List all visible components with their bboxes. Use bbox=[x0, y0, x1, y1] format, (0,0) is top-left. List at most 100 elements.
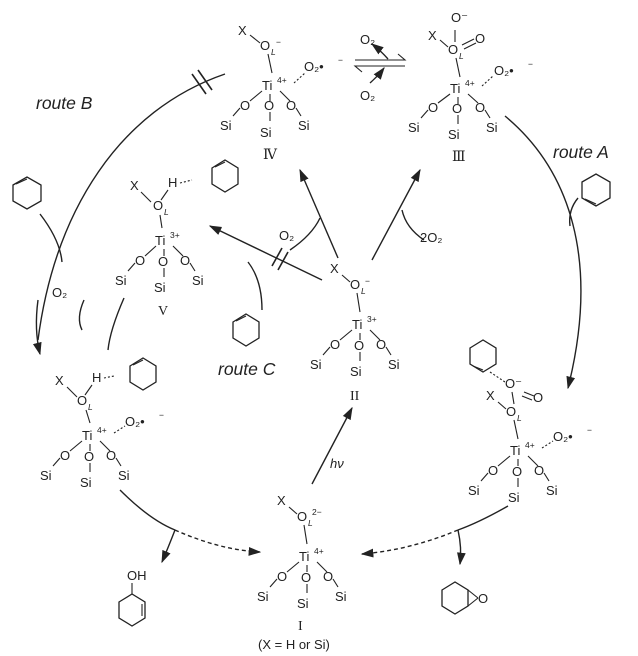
svg-text:−: − bbox=[276, 37, 281, 47]
arrow-II-to-III bbox=[371, 168, 421, 261]
svg-text:O: O bbox=[452, 101, 462, 116]
o2-feed-route-b bbox=[78, 299, 85, 331]
svg-text:Si: Si bbox=[310, 357, 322, 372]
numeral-I: I bbox=[298, 619, 303, 634]
arrow-to-cyclohexenol bbox=[161, 529, 176, 564]
svg-text:O: O bbox=[301, 570, 311, 585]
o2-route-b-label: O₂ bbox=[52, 285, 67, 300]
svg-text:H: H bbox=[168, 175, 177, 190]
species-route-a-intermediate: O⁻ O X O L Ti 4+ O₂• − O O O Si Si Si bbox=[468, 339, 592, 505]
svg-text:O: O bbox=[323, 569, 333, 584]
svg-text:Si: Si bbox=[546, 483, 558, 498]
svg-text:O: O bbox=[297, 509, 307, 524]
svg-text:Si: Si bbox=[448, 127, 460, 142]
svg-text:X: X bbox=[428, 28, 437, 43]
cyclohexene-icon bbox=[211, 159, 239, 193]
arrow-I-to-II bbox=[311, 406, 353, 485]
svg-text:Si: Si bbox=[298, 118, 310, 133]
svg-text:O: O bbox=[376, 337, 386, 352]
cyclohexene-oxide-product: O bbox=[441, 581, 488, 615]
numeral-IV: Ⅳ bbox=[263, 148, 278, 163]
arrow-to-epoxide bbox=[457, 529, 466, 566]
svg-text:O: O bbox=[286, 98, 296, 113]
cyclohexenol-product: OH bbox=[118, 568, 147, 627]
route-c-label: route C bbox=[218, 359, 276, 379]
arrow-route-a-to-I bbox=[360, 529, 459, 558]
svg-text:Ti: Ti bbox=[82, 428, 92, 443]
svg-text:Si: Si bbox=[80, 475, 92, 490]
arrow-II-to-V bbox=[208, 225, 323, 281]
species-IV: X O L − Ti 4+ O₂• − O O O Si Si Si Ⅳ bbox=[220, 23, 343, 163]
svg-text:O: O bbox=[533, 390, 543, 405]
svg-text:O: O bbox=[354, 338, 364, 353]
svg-text:4+: 4+ bbox=[314, 546, 324, 556]
route-b-arc bbox=[37, 73, 226, 341]
svg-text:O: O bbox=[350, 277, 360, 292]
svg-text:O: O bbox=[277, 569, 287, 584]
svg-text:4+: 4+ bbox=[97, 425, 107, 435]
svg-text:4+: 4+ bbox=[525, 440, 535, 450]
svg-text:Si: Si bbox=[468, 483, 480, 498]
svg-text:O⁻: O⁻ bbox=[505, 376, 522, 391]
o2-uptake-label: O₂ bbox=[360, 88, 375, 103]
svg-text:Si: Si bbox=[192, 273, 204, 288]
svg-text:Si: Si bbox=[220, 118, 232, 133]
cyclohexene-icon bbox=[581, 173, 611, 207]
svg-text:Si: Si bbox=[508, 490, 520, 505]
svg-text:O: O bbox=[448, 42, 458, 57]
svg-text:O: O bbox=[264, 98, 274, 113]
svg-text:O⁻: O⁻ bbox=[451, 10, 468, 25]
cyclohexene-feed-route-b bbox=[39, 213, 63, 263]
svg-text:X: X bbox=[130, 178, 139, 193]
svg-text:Si: Si bbox=[297, 596, 309, 611]
svg-text:O: O bbox=[534, 463, 544, 478]
svg-text:Si: Si bbox=[335, 589, 347, 604]
svg-text:Ti: Ti bbox=[510, 443, 520, 458]
svg-text:Si: Si bbox=[118, 468, 130, 483]
species-V: X O L H Ti 3+ O O O Si Si Si V bbox=[115, 159, 239, 319]
svg-text:O: O bbox=[330, 337, 340, 352]
svg-text:O: O bbox=[428, 100, 438, 115]
cyclohexene-icon bbox=[232, 313, 260, 347]
svg-text:X: X bbox=[277, 493, 286, 508]
route-a-label: route A bbox=[553, 142, 609, 162]
svg-text:Ti: Ti bbox=[299, 549, 309, 564]
svg-text:O: O bbox=[506, 404, 516, 419]
svg-text:3+: 3+ bbox=[367, 314, 377, 324]
route-a-product-split bbox=[457, 505, 509, 531]
svg-text:O: O bbox=[512, 464, 522, 479]
route-a-arc bbox=[504, 115, 582, 390]
species-route-b-intermediate: X O L H Ti 4+ O₂• − O O O Si Si Si bbox=[40, 357, 164, 490]
svg-text:−: − bbox=[587, 425, 592, 435]
svg-text:Si: Si bbox=[388, 357, 400, 372]
svg-text:−: − bbox=[338, 55, 343, 65]
svg-text:O: O bbox=[475, 100, 485, 115]
svg-text:O: O bbox=[60, 448, 70, 463]
svg-text:−: − bbox=[159, 410, 164, 420]
svg-text:O: O bbox=[135, 253, 145, 268]
svg-text:H: H bbox=[92, 370, 101, 385]
svg-text:Ti: Ti bbox=[155, 233, 165, 248]
svg-text:L: L bbox=[361, 286, 366, 296]
svg-text:O: O bbox=[475, 31, 485, 46]
cyclohexenol-icon bbox=[118, 593, 146, 627]
species-I: X O L 2− Ti 4+ O O O Si Si Si I (X = H o… bbox=[257, 493, 347, 652]
svg-text:O₂•: O₂• bbox=[553, 429, 573, 444]
x-definition-note: (X = H or Si) bbox=[258, 637, 330, 652]
equilibrium-arrows: O₂ O₂ bbox=[353, 32, 407, 103]
species-II: X O L − Ti 3+ O O O Si Si Si II bbox=[310, 261, 400, 404]
svg-text:O: O bbox=[488, 463, 498, 478]
cyclohexene-icon bbox=[12, 176, 42, 210]
svg-text:4+: 4+ bbox=[465, 78, 475, 88]
svg-text:Si: Si bbox=[486, 120, 498, 135]
cyclohexene-icon bbox=[129, 357, 157, 391]
cyclohexene-feed-route-a bbox=[568, 197, 579, 227]
cyclohexene-oxide-icon bbox=[441, 581, 469, 615]
svg-text:Ti: Ti bbox=[352, 317, 362, 332]
svg-text:O: O bbox=[77, 393, 87, 408]
svg-text:L: L bbox=[459, 51, 464, 61]
svg-text:O: O bbox=[240, 98, 250, 113]
arrow-II-to-IV bbox=[299, 168, 339, 259]
svg-text:X: X bbox=[330, 261, 339, 276]
